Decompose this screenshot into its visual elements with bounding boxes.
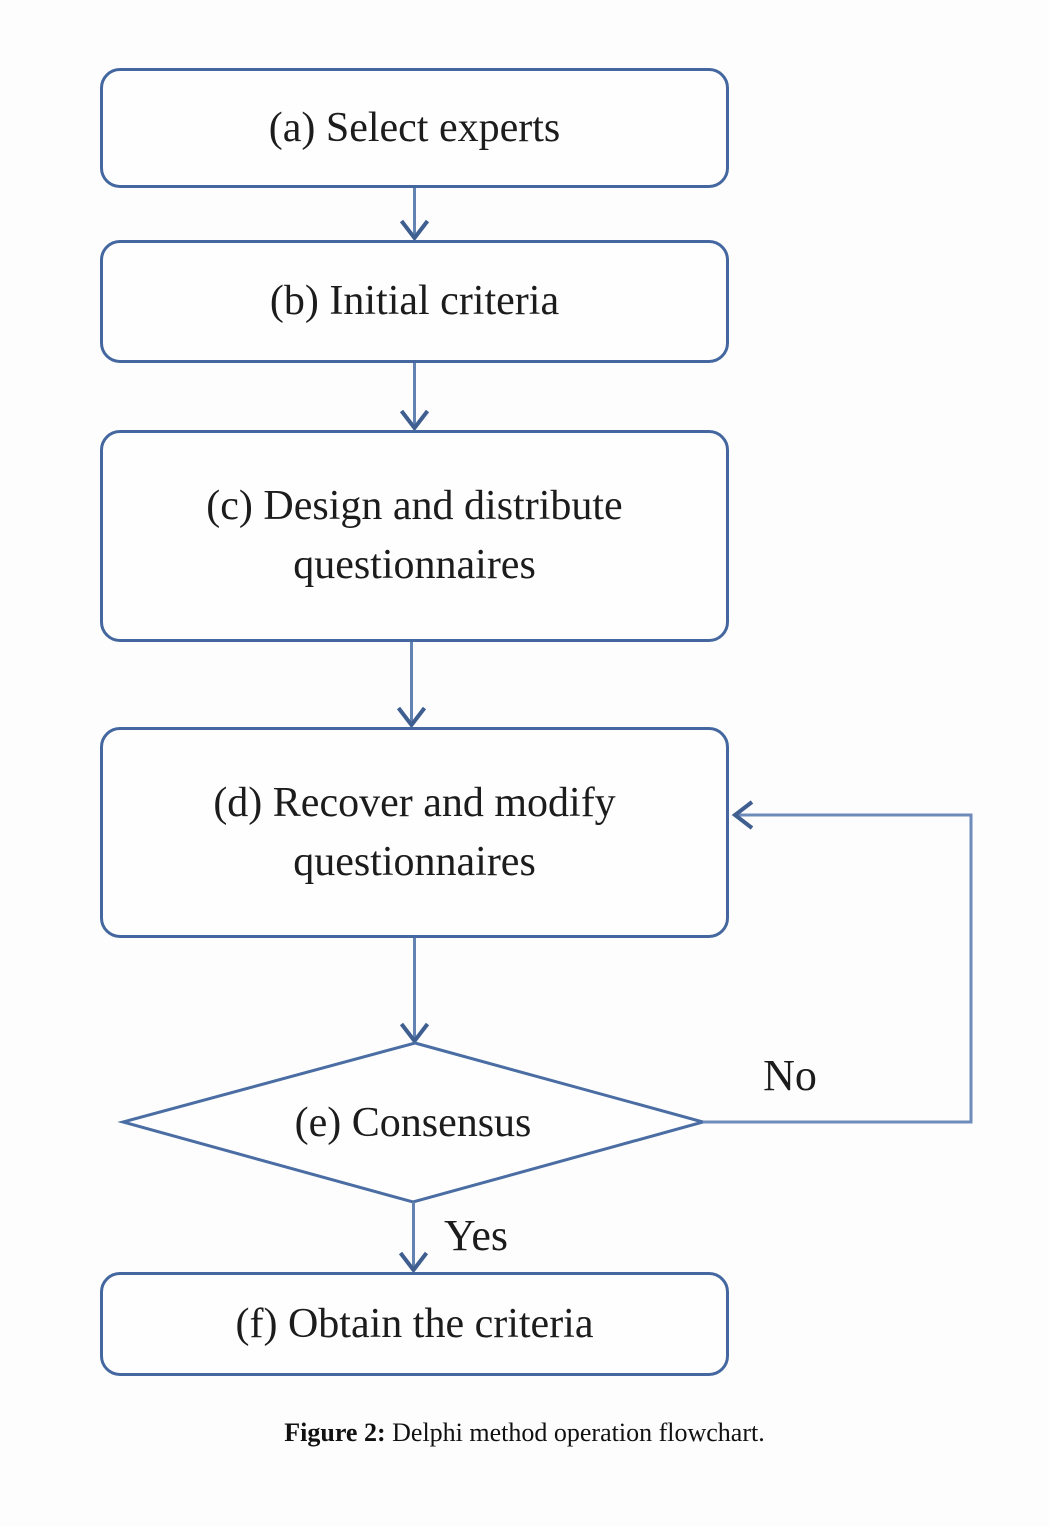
arrowhead-down-icon — [399, 1022, 430, 1045]
edge-e-f — [398, 1202, 429, 1274]
edge-e-d-loop — [703, 800, 973, 1124]
flow-node-initial-criteria: (b) Initial criteria — [100, 240, 729, 363]
flow-node-select-experts: (a) Select experts — [100, 68, 729, 188]
flow-node-obtain-criteria: (f) Obtain the criteria — [100, 1272, 729, 1376]
edge-d-e — [399, 937, 430, 1045]
flow-node-label: (f) Obtain the criteria — [235, 1300, 594, 1347]
arrowhead-down-icon — [396, 706, 427, 729]
flow-node-label-line2: questionnaires — [293, 838, 536, 885]
arrowhead-down-icon — [398, 1251, 429, 1274]
flow-node-label-line2: questionnaires — [293, 542, 536, 588]
flow-node-recover-modify-questionnaires: (d) Recover and modify questionnaires — [100, 727, 729, 938]
arrowhead-down-icon — [399, 219, 430, 242]
flow-node-design-distribute-questionnaires: (c) Design and distribute questionnaires — [100, 430, 729, 642]
edge-label-yes: Yes — [444, 1211, 509, 1260]
edge-label-no: No — [763, 1051, 817, 1100]
figure-caption: Figure 2: Delphi method operation flowch… — [0, 1418, 1049, 1448]
flow-node-label-line1: (d) Recover and modify — [213, 779, 616, 826]
figure-caption-prefix: Figure 2: — [284, 1418, 386, 1447]
figure-caption-text: Delphi method operation flowchart. — [392, 1418, 765, 1447]
edge-b-c — [399, 363, 430, 432]
edge-c-d — [396, 642, 427, 729]
flow-node-label: (b) Initial criteria — [269, 278, 560, 325]
flow-node-label-line1: (c) Design and distribute — [206, 483, 623, 530]
arrowhead-down-icon — [399, 409, 430, 432]
arrowhead-left-icon — [731, 800, 754, 830]
edge-a-b — [399, 187, 430, 242]
flow-node-consensus-decision: (e) Consensus — [123, 1043, 703, 1202]
flow-node-label: (a) Select experts — [268, 104, 561, 151]
flow-node-label: (e) Consensus — [294, 1099, 532, 1146]
